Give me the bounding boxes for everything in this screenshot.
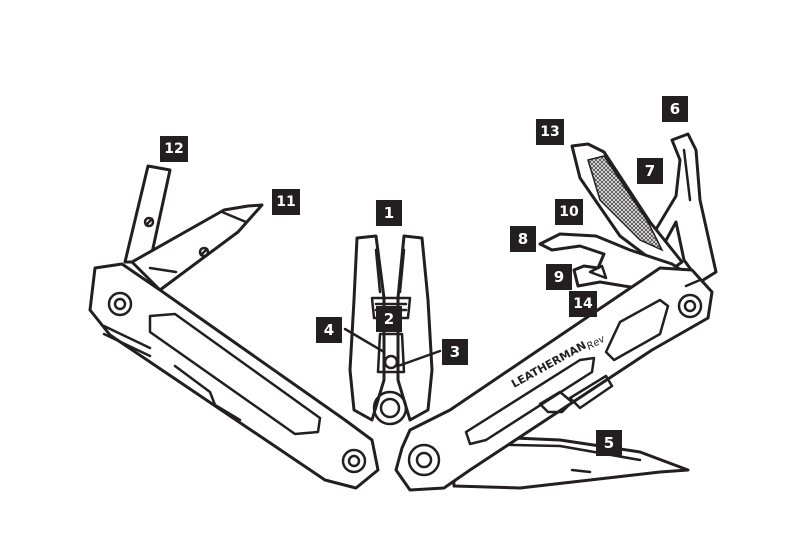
callout-13: 13 [536,119,564,145]
callout-6: 6 [662,96,688,122]
callout-14: 14 [569,291,597,317]
callout-4: 4 [316,317,342,343]
callout-12: 12 [160,136,188,162]
needlenose-pliers [348,234,434,426]
callout-7: 7 [637,158,663,184]
callout-3: 3 [442,339,468,365]
callout-1: 1 [376,200,402,226]
callout-2: 2 [376,306,402,332]
leader-line-4 [343,327,386,354]
callout-10: 10 [555,199,583,225]
callout-9: 9 [546,264,572,290]
can-opener-tool [650,132,718,284]
leader-line-3 [396,349,442,368]
callout-11: 11 [272,189,300,215]
callout-8: 8 [510,226,536,252]
callout-5: 5 [596,430,622,456]
file-tool [570,142,684,274]
left-handle [88,262,380,490]
